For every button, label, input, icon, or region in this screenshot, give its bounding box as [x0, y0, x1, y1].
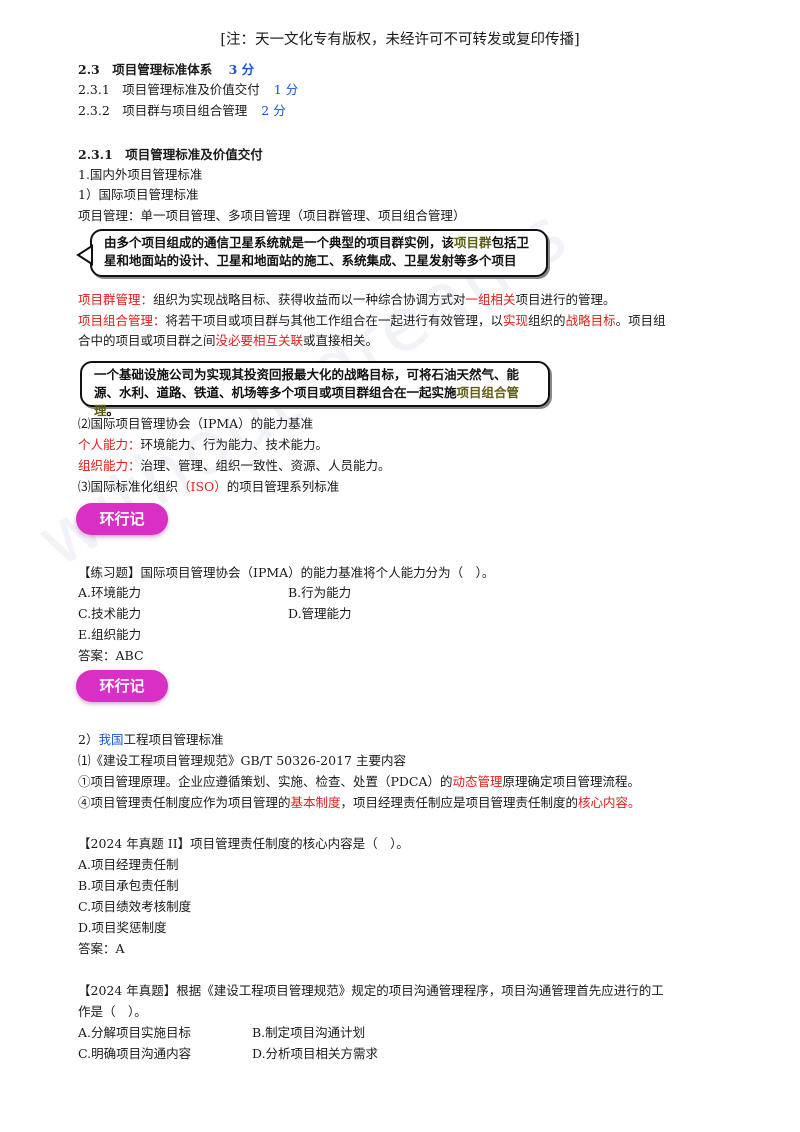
portfolio-management-definition-cont: 合中的项目或项目群之间没必要相互关联或直接相关。: [78, 331, 378, 351]
toc-item-1-title: 2.3.1 项目管理标准及价值交付: [78, 82, 260, 97]
iso-heading: ⑶国际标准化组织（ISO）的项目管理系列标准: [78, 477, 339, 497]
toc-item-1: 2.3.1 项目管理标准及价值交付 1 分: [78, 80, 298, 100]
copyright-header: [注：天一文化专有版权，未经许可不可转发或复印传播]: [220, 32, 580, 48]
program-management-definition: 项目群管理：组织为实现战略目标、获得收益而以一种综合协调方式对一组相关项目进行的…: [78, 290, 616, 310]
definition-text: 或直接相关。: [303, 333, 379, 348]
project-management-line: 项目管理：单一项目管理、多项目管理（项目群管理、项目组合管理）: [78, 208, 466, 223]
subheading-standards: 1.国内外项目管理标准: [78, 167, 203, 182]
emphasis-text: 一组相关: [465, 292, 516, 307]
definition-text: 治理、管理、组织一致性、资源、人员能力。: [140, 458, 391, 473]
definition-text: 项目进行的管理。: [515, 292, 616, 307]
definition-text: 组织为实现战略目标、获得收益而以一种综合协调方式对: [153, 292, 466, 307]
subheading-international: 1）国际项目管理标准: [78, 187, 199, 202]
personal-competence-line: 个人能力：环境能力、行为能力、技术能力。: [78, 435, 328, 455]
callout-text: 包括卫星和地面站的设计、卫星和地面站的施工、系统集成、卫星发射等多个项目: [104, 235, 530, 268]
term-label: 项目群管理：: [78, 292, 154, 307]
exam2-option-d: D.分析项目相关方需求: [252, 1046, 379, 1061]
badge-huanxingji: 环行记: [76, 503, 168, 535]
definition-text: 。项目组: [615, 313, 666, 328]
term-label: 个人能力：: [78, 437, 141, 452]
heading-text: 的项目管理系列标准: [226, 479, 340, 494]
toc-item-1-score: 1 分: [273, 82, 299, 97]
callout-highlight: 项目群: [454, 235, 492, 250]
heading-text: ⑶国际标准化组织: [78, 479, 179, 494]
section-heading: 2.3.1 项目管理标准及价值交付: [78, 147, 263, 162]
toc-item-2-title: 2.3.2 项目群与项目组合管理: [78, 103, 248, 118]
exam-question-2: 【2024 年真题】根据《建设工程项目管理规范》规定的项目沟通管理程序，项目沟通…: [78, 983, 664, 998]
badge-huanxingji: 环行记: [76, 670, 168, 702]
emphasis-text: 实现: [503, 313, 529, 328]
exam2-option-b: B.制定项目沟通计划: [252, 1025, 366, 1040]
exam-question-1: 【2024 年真题 II】项目管理责任制度的核心内容是（ ）。: [78, 836, 409, 851]
toc-item-2: 2.3.2 项目群与项目组合管理 2 分: [78, 101, 286, 121]
term-label: 项目组合管理：: [78, 313, 166, 328]
exercise-option-c: C.技术能力: [78, 606, 142, 621]
exercise-option-e: E.组织能力: [78, 627, 142, 642]
exam-question-2-cont: 作是（ ）。: [78, 1004, 147, 1019]
toc-section-score: 3 分: [228, 62, 255, 77]
exam2-option-c: C.明确项目沟通内容: [78, 1046, 192, 1061]
callout-pointer-icon: [76, 244, 93, 266]
exam2-option-a: A.分解项目实施目标: [78, 1025, 192, 1040]
callout-program-example: 由多个项目组成的通信卫星系统就是一个典型的项目群实例，该项目群包括卫星和地面站的…: [90, 229, 548, 277]
responsibility-line: ④项目管理责任制度应作为项目管理的基本制度，项目经理责任制应是项目管理责任制度的…: [78, 793, 641, 813]
domestic-standards-heading: 2）我国工程项目管理标准: [78, 730, 223, 750]
toc-item-2-score: 2 分: [261, 103, 286, 118]
body-text: 原理确定项目管理流程。: [502, 774, 641, 789]
toc-section: 2.3 项目管理标准体系 3 分: [78, 60, 254, 80]
callout-highlight: 项目组合管理: [94, 385, 520, 418]
callout-text: 由多个项目组成的通信卫星系统就是一个典型的项目群实例，该: [104, 235, 455, 250]
principle-line: ①项目管理原理。企业应遵循策划、实施、检查、处置（PDCA）的动态管理原理确定项…: [78, 772, 640, 792]
exercise-answer: 答案：ABC: [78, 648, 144, 663]
exercise-question: 【练习题】国际项目管理协会（IPMA）的能力基准将个人能力分为（ ）。: [78, 565, 495, 580]
emphasis-text: （ISO）: [178, 479, 227, 494]
exam1-option-a: A.项目经理责任制: [78, 857, 179, 872]
toc-section-title: 2.3 项目管理标准体系: [78, 62, 213, 77]
body-text: ④项目管理责任制度应作为项目管理的: [78, 795, 291, 810]
definition-text: 环境能力、行为能力、技术能力。: [140, 437, 329, 452]
heading-text: 工程项目管理标准: [123, 732, 224, 747]
exam1-answer: 答案：A: [78, 941, 125, 956]
emphasis-text: 战略目标: [565, 313, 616, 328]
definition-text: 合中的项目或项目群之间: [78, 333, 216, 348]
portfolio-management-definition: 项目组合管理：将若干项目或项目群与其他工作组合在一起进行有效管理，以实现组织的战…: [78, 311, 666, 331]
term-label: 组织能力：: [78, 458, 141, 473]
emphasis-text: 基本制度: [290, 795, 341, 810]
callout-portfolio-example: 一个基础设施公司为实现其投资回报最大化的战略目标，可将石油天然气、能源、水利、道…: [80, 361, 550, 418]
definition-text: 将若干项目或项目群与其他工作组合在一起进行有效管理，以: [165, 313, 504, 328]
emphasis-text: 我国: [98, 732, 124, 747]
definition-text: 组织的: [528, 313, 566, 328]
exercise-option-a: A.环境能力: [78, 585, 142, 600]
spec-heading: ⑴《建设工程项目管理规范》GB/T 50326-2017 主要内容: [78, 753, 406, 768]
exam1-option-c: C.项目绩效考核制度: [78, 899, 192, 914]
body-text: ，项目经理责任制应是项目管理责任制度的: [340, 795, 579, 810]
exam1-option-d: D.项目奖惩制度: [78, 920, 167, 935]
organizational-competence-line: 组织能力：治理、管理、组织一致性、资源、人员能力。: [78, 456, 391, 476]
exercise-option-d: D.管理能力: [288, 606, 352, 621]
callout-text: 一个基础设施公司为实现其投资回报最大化的战略目标，可将石油天然气、能源、水利、道…: [94, 367, 520, 400]
body-text: ①项目管理原理。企业应遵循策划、实施、检查、处置（PDCA）的: [78, 774, 453, 789]
emphasis-text: 动态管理: [452, 774, 503, 789]
emphasis-text: 核心内容。: [578, 795, 641, 810]
emphasis-text: 没必要相互关联: [215, 333, 304, 348]
exam1-option-b: B.项目承包责任制: [78, 878, 179, 893]
callout-text: 。: [106, 403, 120, 418]
heading-text: 2）: [78, 732, 99, 747]
ipma-heading: ⑵国际项目管理协会（IPMA）的能力基准: [78, 416, 314, 431]
exercise-option-b: B.行为能力: [288, 585, 352, 600]
